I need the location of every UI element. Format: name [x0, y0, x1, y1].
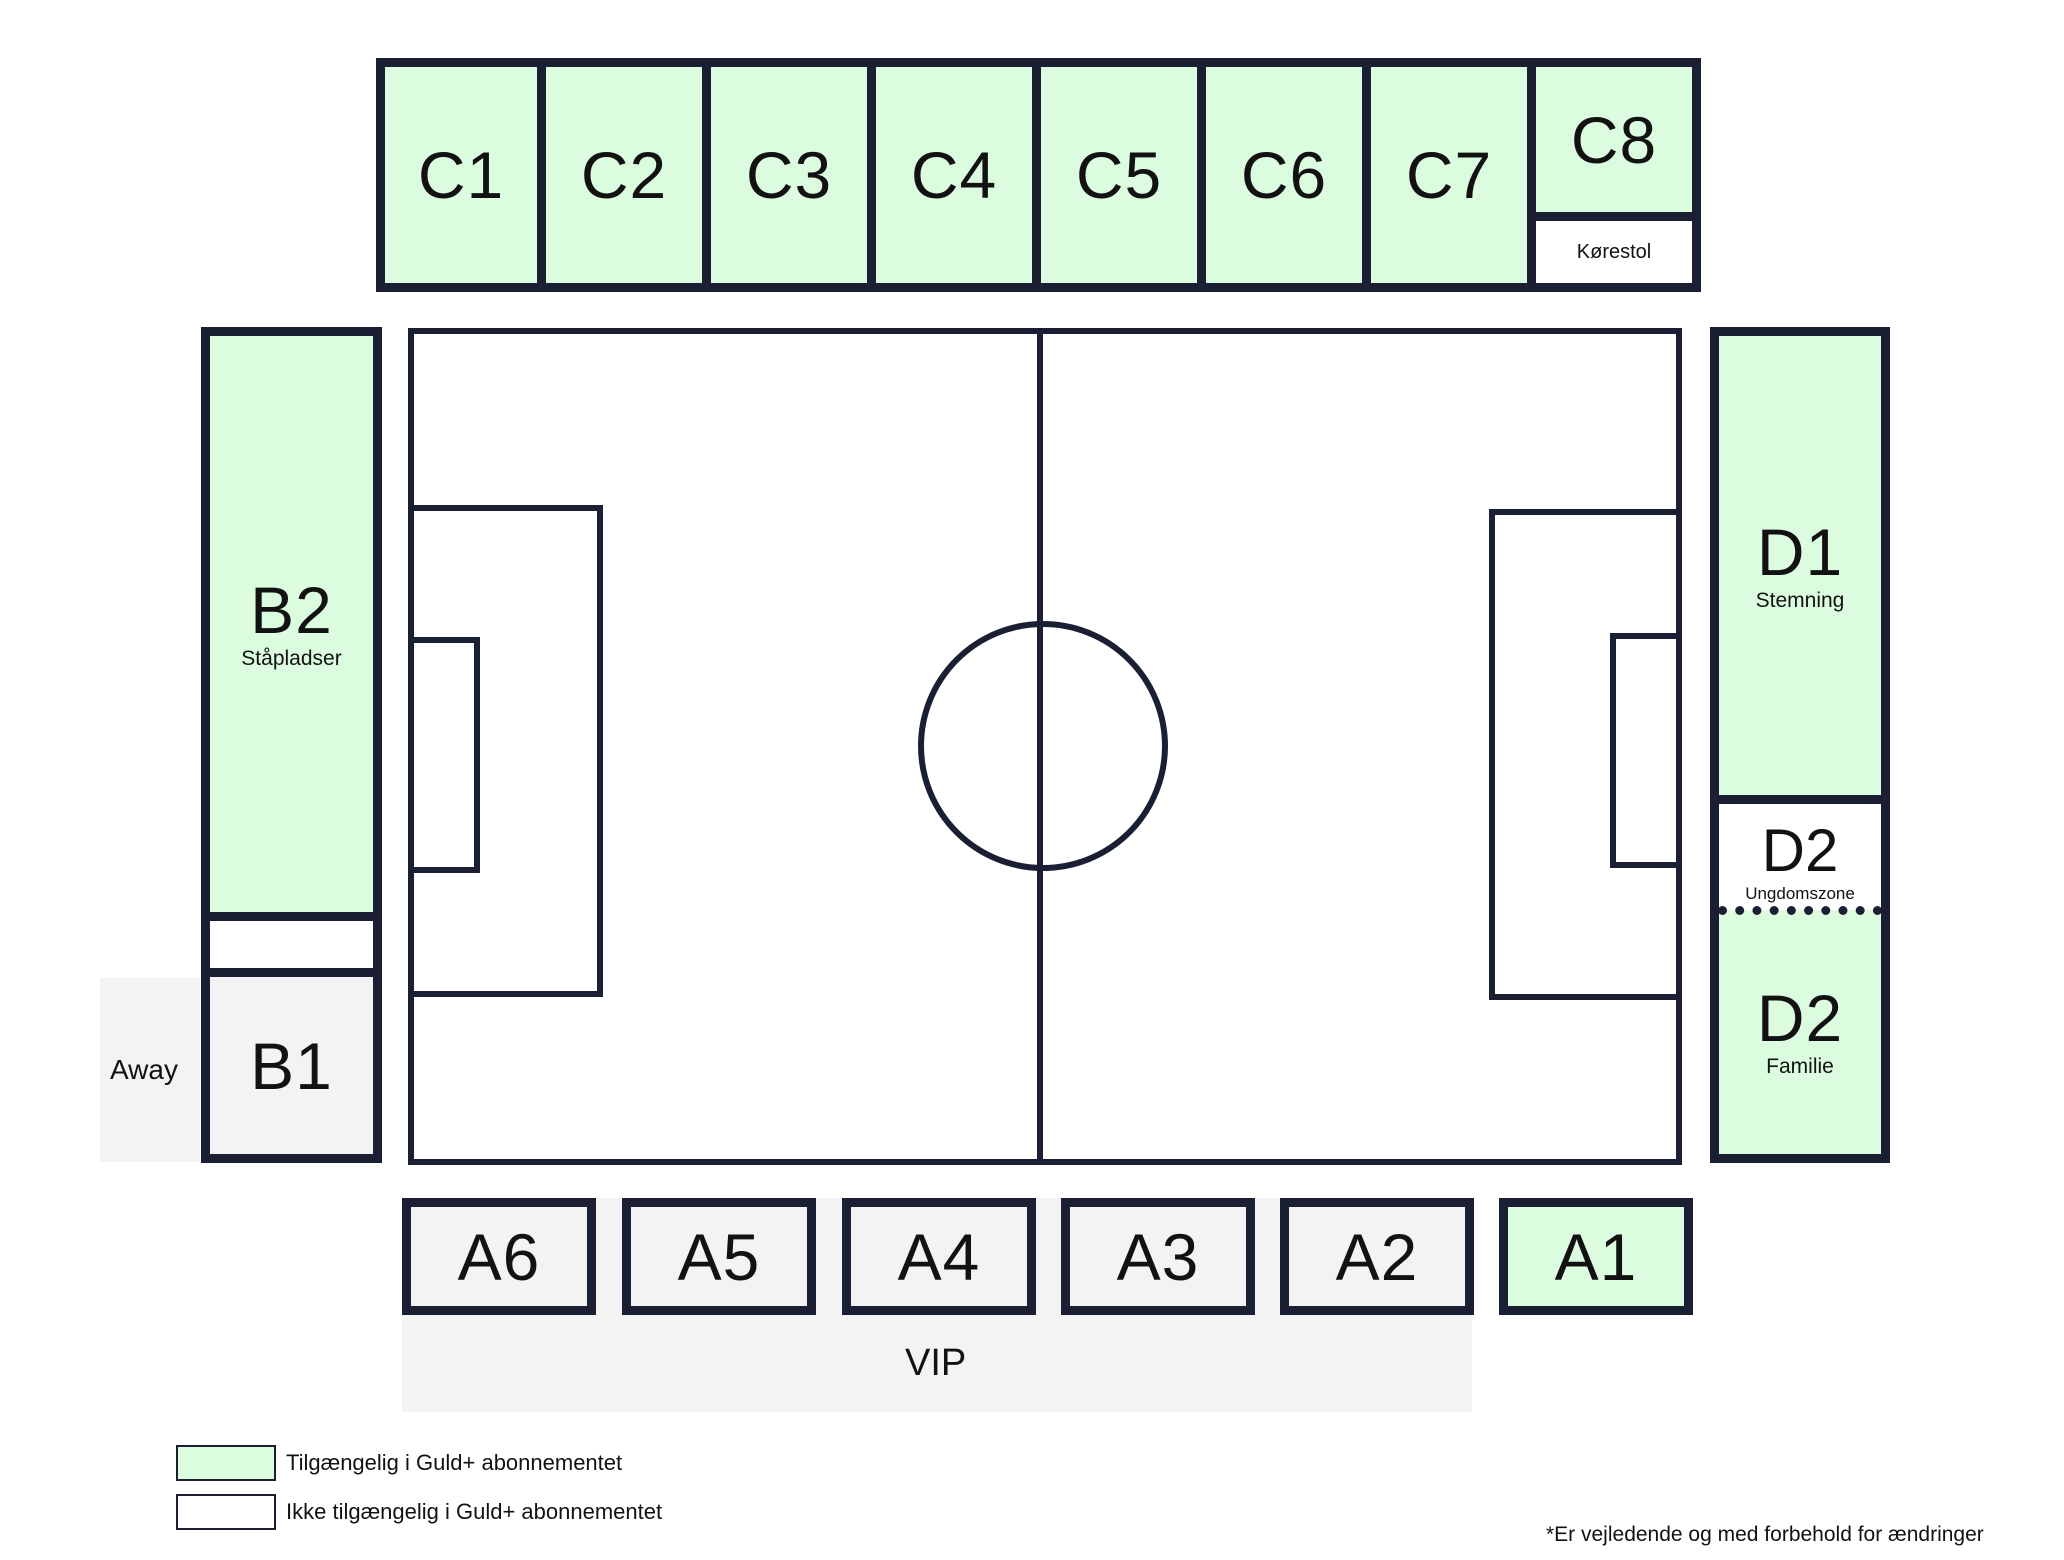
section-b2[interactable]: B2 Ståpladser [201, 327, 382, 921]
section-d2-youth[interactable]: D2 Ungdomszone [1710, 795, 1890, 921]
right-goal-box [1610, 633, 1682, 868]
section-label: B1 [250, 1028, 333, 1103]
away-label: Away [110, 1054, 178, 1085]
legend-not-available-text: Ikke tilgængelig i Guld+ abonnementet [286, 1499, 663, 1524]
section-label: C2 [580, 138, 668, 212]
section-a6[interactable]: A6 [402, 1198, 596, 1315]
vip-label: VIP [905, 1342, 967, 1384]
section-label: A2 [1335, 1219, 1419, 1294]
section-sublabel: Stemning [1755, 588, 1845, 612]
wheelchair-label: Kørestol [1576, 240, 1652, 263]
section-label: C4 [910, 138, 998, 212]
section-d2-family[interactable]: D2 Familie [1710, 910, 1890, 1163]
section-sublabel: Ungdomszone [1745, 884, 1855, 904]
section-a4[interactable]: A4 [842, 1198, 1036, 1315]
section-label: C1 [417, 138, 505, 212]
section-label: C3 [745, 138, 833, 212]
section-label: C7 [1405, 138, 1493, 212]
section-label: D1 [1756, 514, 1844, 589]
section-label: C6 [1240, 138, 1328, 212]
section-label: D2 [1761, 817, 1839, 885]
section-label: C5 [1075, 138, 1163, 212]
section-c3[interactable]: C3 [702, 58, 876, 292]
section-a3[interactable]: A3 [1061, 1198, 1255, 1315]
section-label: A6 [457, 1219, 541, 1294]
section-a2[interactable]: A2 [1280, 1198, 1474, 1315]
legend-swatch-not-available [176, 1494, 276, 1530]
section-label: A3 [1116, 1219, 1200, 1294]
dotted-divider [1718, 906, 1882, 915]
section-label: C8 [1570, 102, 1658, 177]
section-c8[interactable]: C8 [1527, 58, 1701, 221]
section-label: B2 [250, 573, 333, 648]
legend-swatch-available [176, 1445, 276, 1481]
section-label: A4 [897, 1219, 981, 1294]
section-d1[interactable]: D1 Stemning [1710, 327, 1890, 804]
section-label: D2 [1756, 981, 1844, 1056]
section-label: A5 [677, 1219, 761, 1294]
center-circle [918, 621, 1168, 871]
away-zone [100, 978, 200, 1162]
right-penalty-box [1489, 509, 1682, 1000]
legend-available-text: Tilgængelig i Guld+ abonnementet [286, 1450, 623, 1475]
footnote: *Er vejledende og med forbehold for ændr… [1546, 1523, 1984, 1546]
section-c7[interactable]: C7 [1362, 58, 1536, 292]
section-c5[interactable]: C5 [1032, 58, 1206, 292]
section-sublabel: Ståpladser [241, 647, 342, 671]
section-sublabel: Familie [1766, 1055, 1834, 1079]
section-c2[interactable]: C2 [537, 58, 711, 292]
section-c8-wheelchair[interactable]: Kørestol [1527, 212, 1701, 292]
section-c4[interactable]: C4 [867, 58, 1041, 292]
section-c6[interactable]: C6 [1197, 58, 1371, 292]
section-label: A1 [1554, 1219, 1638, 1294]
left-goal-box [408, 637, 480, 873]
section-c1[interactable]: C1 [376, 58, 546, 292]
left-penalty-box [408, 505, 603, 997]
section-a1[interactable]: A1 [1499, 1198, 1693, 1315]
section-b1[interactable]: B1 [201, 968, 382, 1163]
section-a5[interactable]: A5 [622, 1198, 816, 1315]
